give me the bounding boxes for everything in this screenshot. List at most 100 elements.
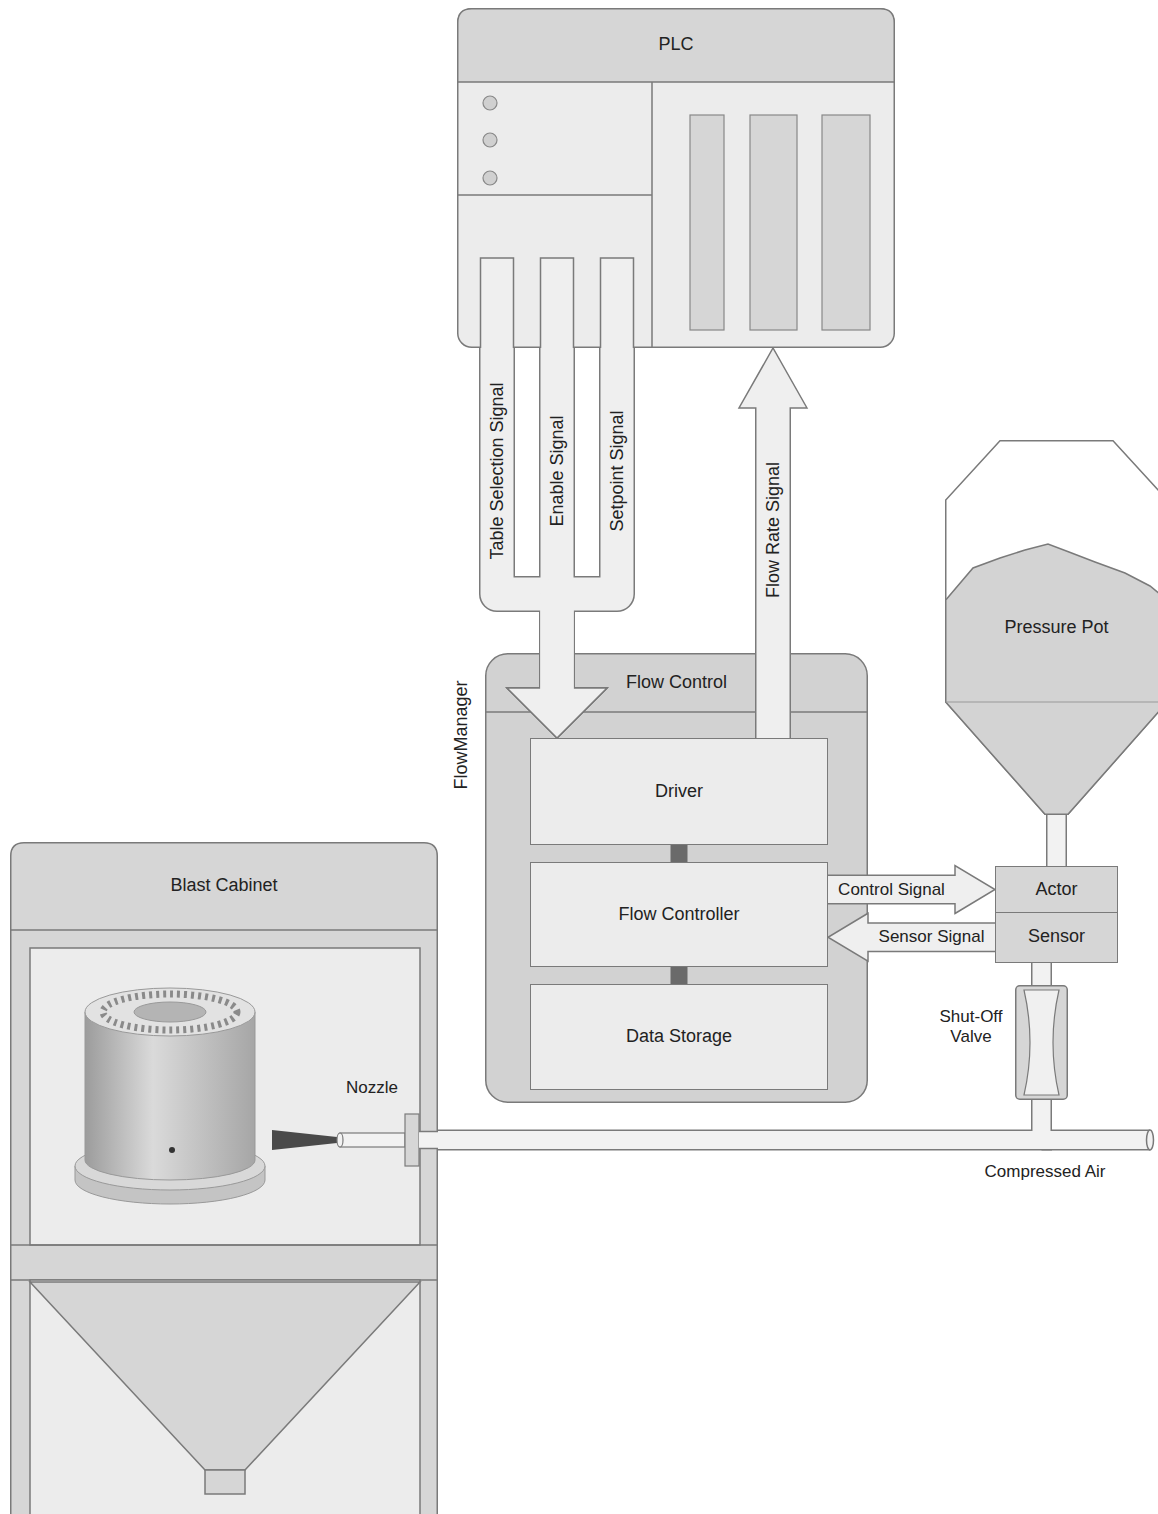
plc-divider <box>651 82 653 347</box>
status-led <box>483 96 497 110</box>
cabinet-band-line <box>11 1244 438 1246</box>
arrow-head <box>507 688 607 738</box>
abrasive-fill <box>946 544 1158 814</box>
plc-body <box>458 9 895 348</box>
nozzle-symbol <box>405 1114 419 1166</box>
signal-arrow <box>828 876 957 903</box>
signal-label: Setpoint Signal <box>607 407 628 534</box>
box-label: Sensor <box>996 913 1117 963</box>
air-pipe <box>1042 1131 1151 1149</box>
blast-cabinet: Blast Cabinet <box>10 842 438 1514</box>
data-storage-box: Data Storage <box>530 984 828 1090</box>
signal-label: Table Selection Signal <box>487 379 508 562</box>
plc-divider <box>458 194 652 196</box>
io-module <box>690 115 724 330</box>
signal-label: Flow Rate Signal <box>763 459 784 601</box>
nozzle-symbol <box>272 1130 337 1150</box>
plc-box: PLC <box>457 8 895 348</box>
sensor-box: Sensor <box>995 912 1118 964</box>
arrow-head <box>955 866 995 914</box>
bus-link <box>672 845 686 862</box>
flow-control-housing <box>486 654 868 1103</box>
pipe <box>1048 815 1066 866</box>
device-label: FlowManager <box>451 680 473 789</box>
air-pipe-end <box>1147 1130 1154 1150</box>
workpiece-illustration <box>103 994 237 1030</box>
pot-seam <box>946 701 1158 702</box>
signal-arrow <box>757 406 790 738</box>
workpiece-illustration <box>85 988 255 1036</box>
shut-off-valve: Shut-Off Valve <box>1015 985 1068 1100</box>
io-module <box>690 115 870 330</box>
arrow-head <box>955 866 995 914</box>
hopper-outlet <box>205 1470 245 1494</box>
arrow-head <box>507 688 607 738</box>
status-led <box>483 96 497 185</box>
arrow-head <box>507 688 607 738</box>
nozzle-symbol <box>337 1133 343 1147</box>
box-label: Data Storage <box>531 985 827 1089</box>
nozzle-symbol <box>419 1131 438 1149</box>
part-label: Nozzle <box>346 1078 398 1098</box>
signal-label: Sensor Signal <box>876 927 988 947</box>
connector-outline <box>438 1100 1042 1140</box>
header-label: Blast Cabinet <box>10 842 438 930</box>
box-label: Pressure Pot <box>945 440 1158 815</box>
bus-link <box>672 967 686 984</box>
arrow-head <box>739 348 807 408</box>
signal-port <box>541 258 574 348</box>
part-label: Compressed Air <box>985 1162 1106 1182</box>
header-label: Flow Control <box>485 653 868 712</box>
hopper-funnel <box>30 1282 420 1470</box>
workpiece-illustration <box>85 1012 255 1180</box>
box-label: Flow Controller <box>531 863 827 966</box>
pot-outline <box>946 441 1158 815</box>
connector-outline <box>1046 815 1067 866</box>
nozzle-symbol <box>419 1148 438 1150</box>
io-module <box>750 115 797 330</box>
plc-header <box>458 9 895 82</box>
signal-port <box>481 258 634 348</box>
valve-shape <box>1015 985 1068 1100</box>
connector-outline <box>671 845 688 862</box>
plc-shape <box>457 8 895 348</box>
workpiece-illustration <box>169 1147 175 1153</box>
flow-controller-box: Flow Controller <box>530 862 828 967</box>
nozzle-symbol <box>419 1131 438 1133</box>
cabinet-shape <box>10 842 438 1514</box>
flow-control-housing <box>486 654 868 1103</box>
flow-control-box: FlowManagerFlow ControlDriverFlow Contro… <box>485 653 868 1103</box>
status-led <box>483 171 497 185</box>
arrow-head <box>507 688 607 738</box>
air-pipe <box>1042 1130 1151 1151</box>
signal-port <box>601 258 634 348</box>
cabinet-header-line <box>11 929 438 931</box>
arrow-head <box>739 348 807 408</box>
actor-box: Actor <box>995 866 1118 913</box>
connector-outline <box>671 967 688 984</box>
cabinet-window <box>30 948 420 1245</box>
driver-box: Driver <box>530 738 828 845</box>
signal-arrow <box>866 924 995 951</box>
arrow-head <box>828 913 868 961</box>
cabinet-hopper <box>30 1280 420 1514</box>
valve-body <box>1016 986 1068 1100</box>
cabinet-drawing <box>11 843 438 1514</box>
nozzle-symbol <box>272 1114 438 1166</box>
signal-label: Control Signal <box>835 880 948 900</box>
header-label: PLC <box>457 8 895 82</box>
valve-sleeve <box>1024 990 1059 1095</box>
signal-port <box>481 258 514 348</box>
connector-outline <box>1031 963 1052 985</box>
nozzle-symbol <box>340 1133 405 1147</box>
workpiece-illustration <box>134 1002 206 1022</box>
io-module <box>822 115 870 330</box>
box-label: Driver <box>531 739 827 844</box>
arrow-head <box>507 688 607 738</box>
signal-label: Enable Signal <box>547 412 568 529</box>
box-label: Actor <box>996 867 1117 912</box>
pipe <box>1033 963 1051 985</box>
pipe <box>438 1100 1042 1140</box>
